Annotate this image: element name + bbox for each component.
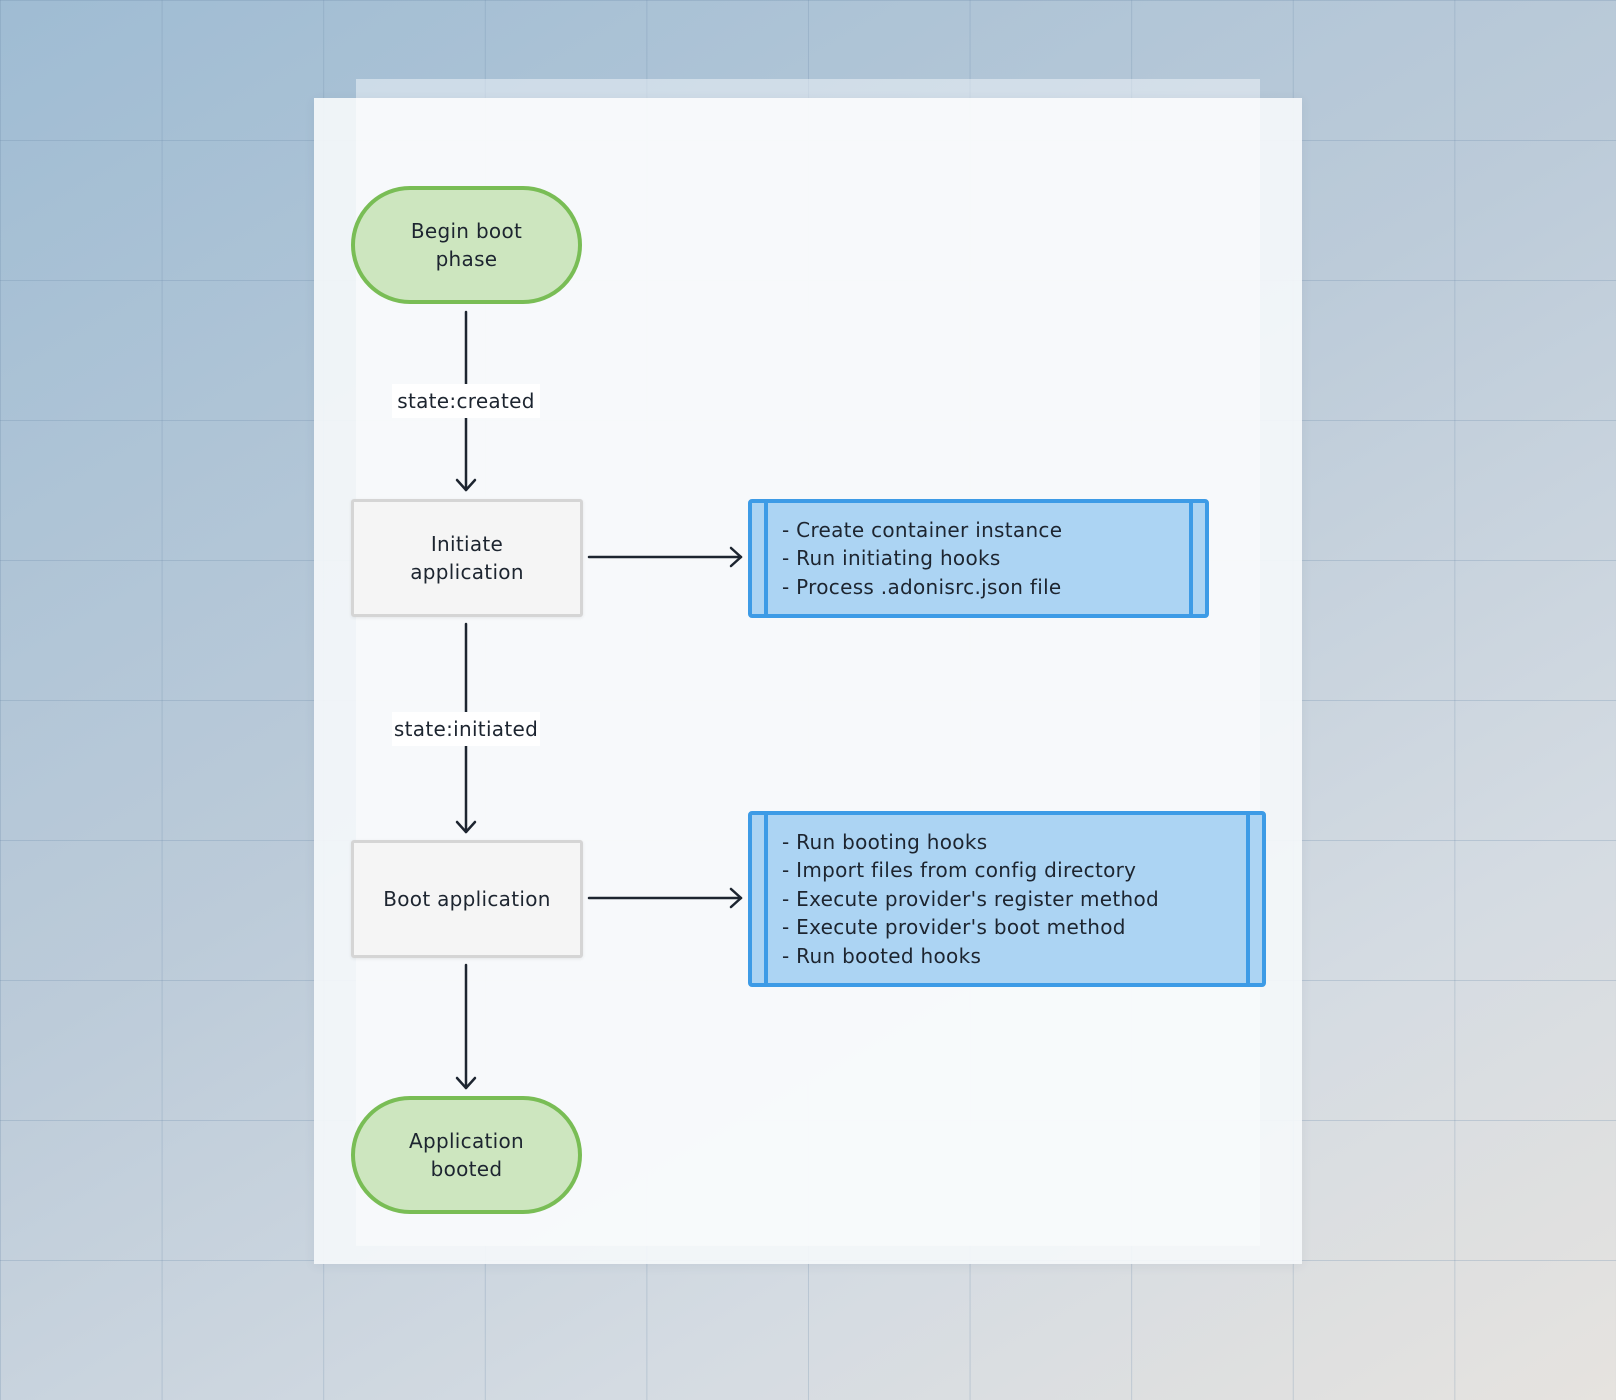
arrowhead-initiate <box>455 478 477 492</box>
node-application-booted[interactable]: Application booted <box>351 1096 582 1214</box>
arrowhead-initiate-details <box>729 546 743 568</box>
detail-line: - Run booting hooks <box>782 829 988 854</box>
arrowhead-boot <box>455 820 477 834</box>
detail-line: - Run initiating hooks <box>782 546 1001 571</box>
edge-label-created: state:created <box>392 384 540 418</box>
subprocess-bar-right <box>1246 815 1250 983</box>
detail-line: - Import files from config directory <box>782 858 1137 883</box>
arrowhead-booted <box>455 1076 477 1090</box>
boot-details-box[interactable]: - Run booting hooks - Import files from … <box>748 811 1266 987</box>
arrowhead-boot-details <box>729 887 743 909</box>
detail-line: - Execute provider's boot method <box>782 915 1126 940</box>
detail-line: - Run booted hooks <box>782 943 982 968</box>
node-boot-application[interactable]: Boot application <box>351 840 583 958</box>
node-initiate-application[interactable]: Initiate application <box>351 499 583 617</box>
subprocess-bar-left <box>764 815 768 983</box>
detail-line: - Execute provider's register method <box>782 886 1160 911</box>
detail-line: - Create container instance <box>782 517 1063 542</box>
node-begin-boot-phase[interactable]: Begin boot phase <box>351 186 582 304</box>
detail-line: - Process .adonisrc.json file <box>782 574 1062 599</box>
initiate-details-box[interactable]: - Create container instance - Run initia… <box>748 499 1209 618</box>
subprocess-bar-right <box>1189 503 1193 614</box>
subprocess-bar-left <box>764 503 768 614</box>
edge-label-initiated: state:initiated <box>392 712 540 746</box>
